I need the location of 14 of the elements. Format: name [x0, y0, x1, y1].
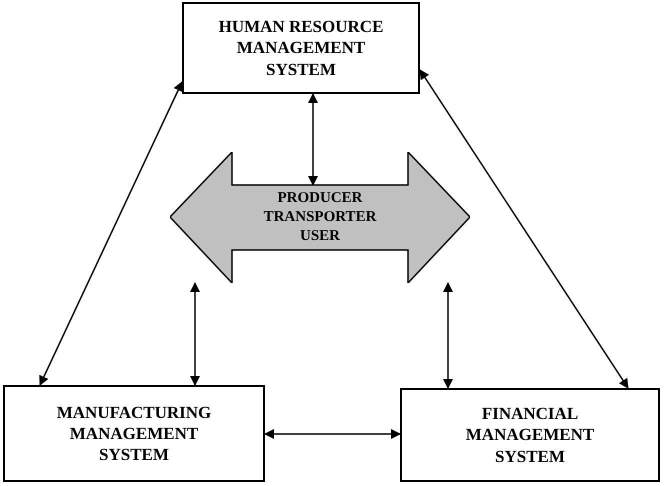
node-label: HUMAN RESOURCE MANAGEMENT SYSTEM	[218, 16, 384, 80]
double-arrow	[308, 93, 318, 186]
double-arrow-shape	[170, 152, 470, 283]
double-arrow	[39, 81, 183, 386]
system-box	[182, 2, 420, 94]
system-box	[400, 388, 660, 482]
node-label: MANUFACTURING MANAGEMENT SYSTEM	[56, 402, 212, 466]
double-arrow	[264, 429, 401, 439]
double-arrow	[419, 69, 629, 389]
double-arrow	[443, 282, 453, 389]
double-arrow	[190, 282, 200, 386]
node-label: PRODUCER TRANSPORTER USER	[262, 189, 378, 246]
node-label: FINANCIAL MANAGEMENT SYSTEM	[464, 403, 596, 467]
system-box	[3, 385, 265, 482]
